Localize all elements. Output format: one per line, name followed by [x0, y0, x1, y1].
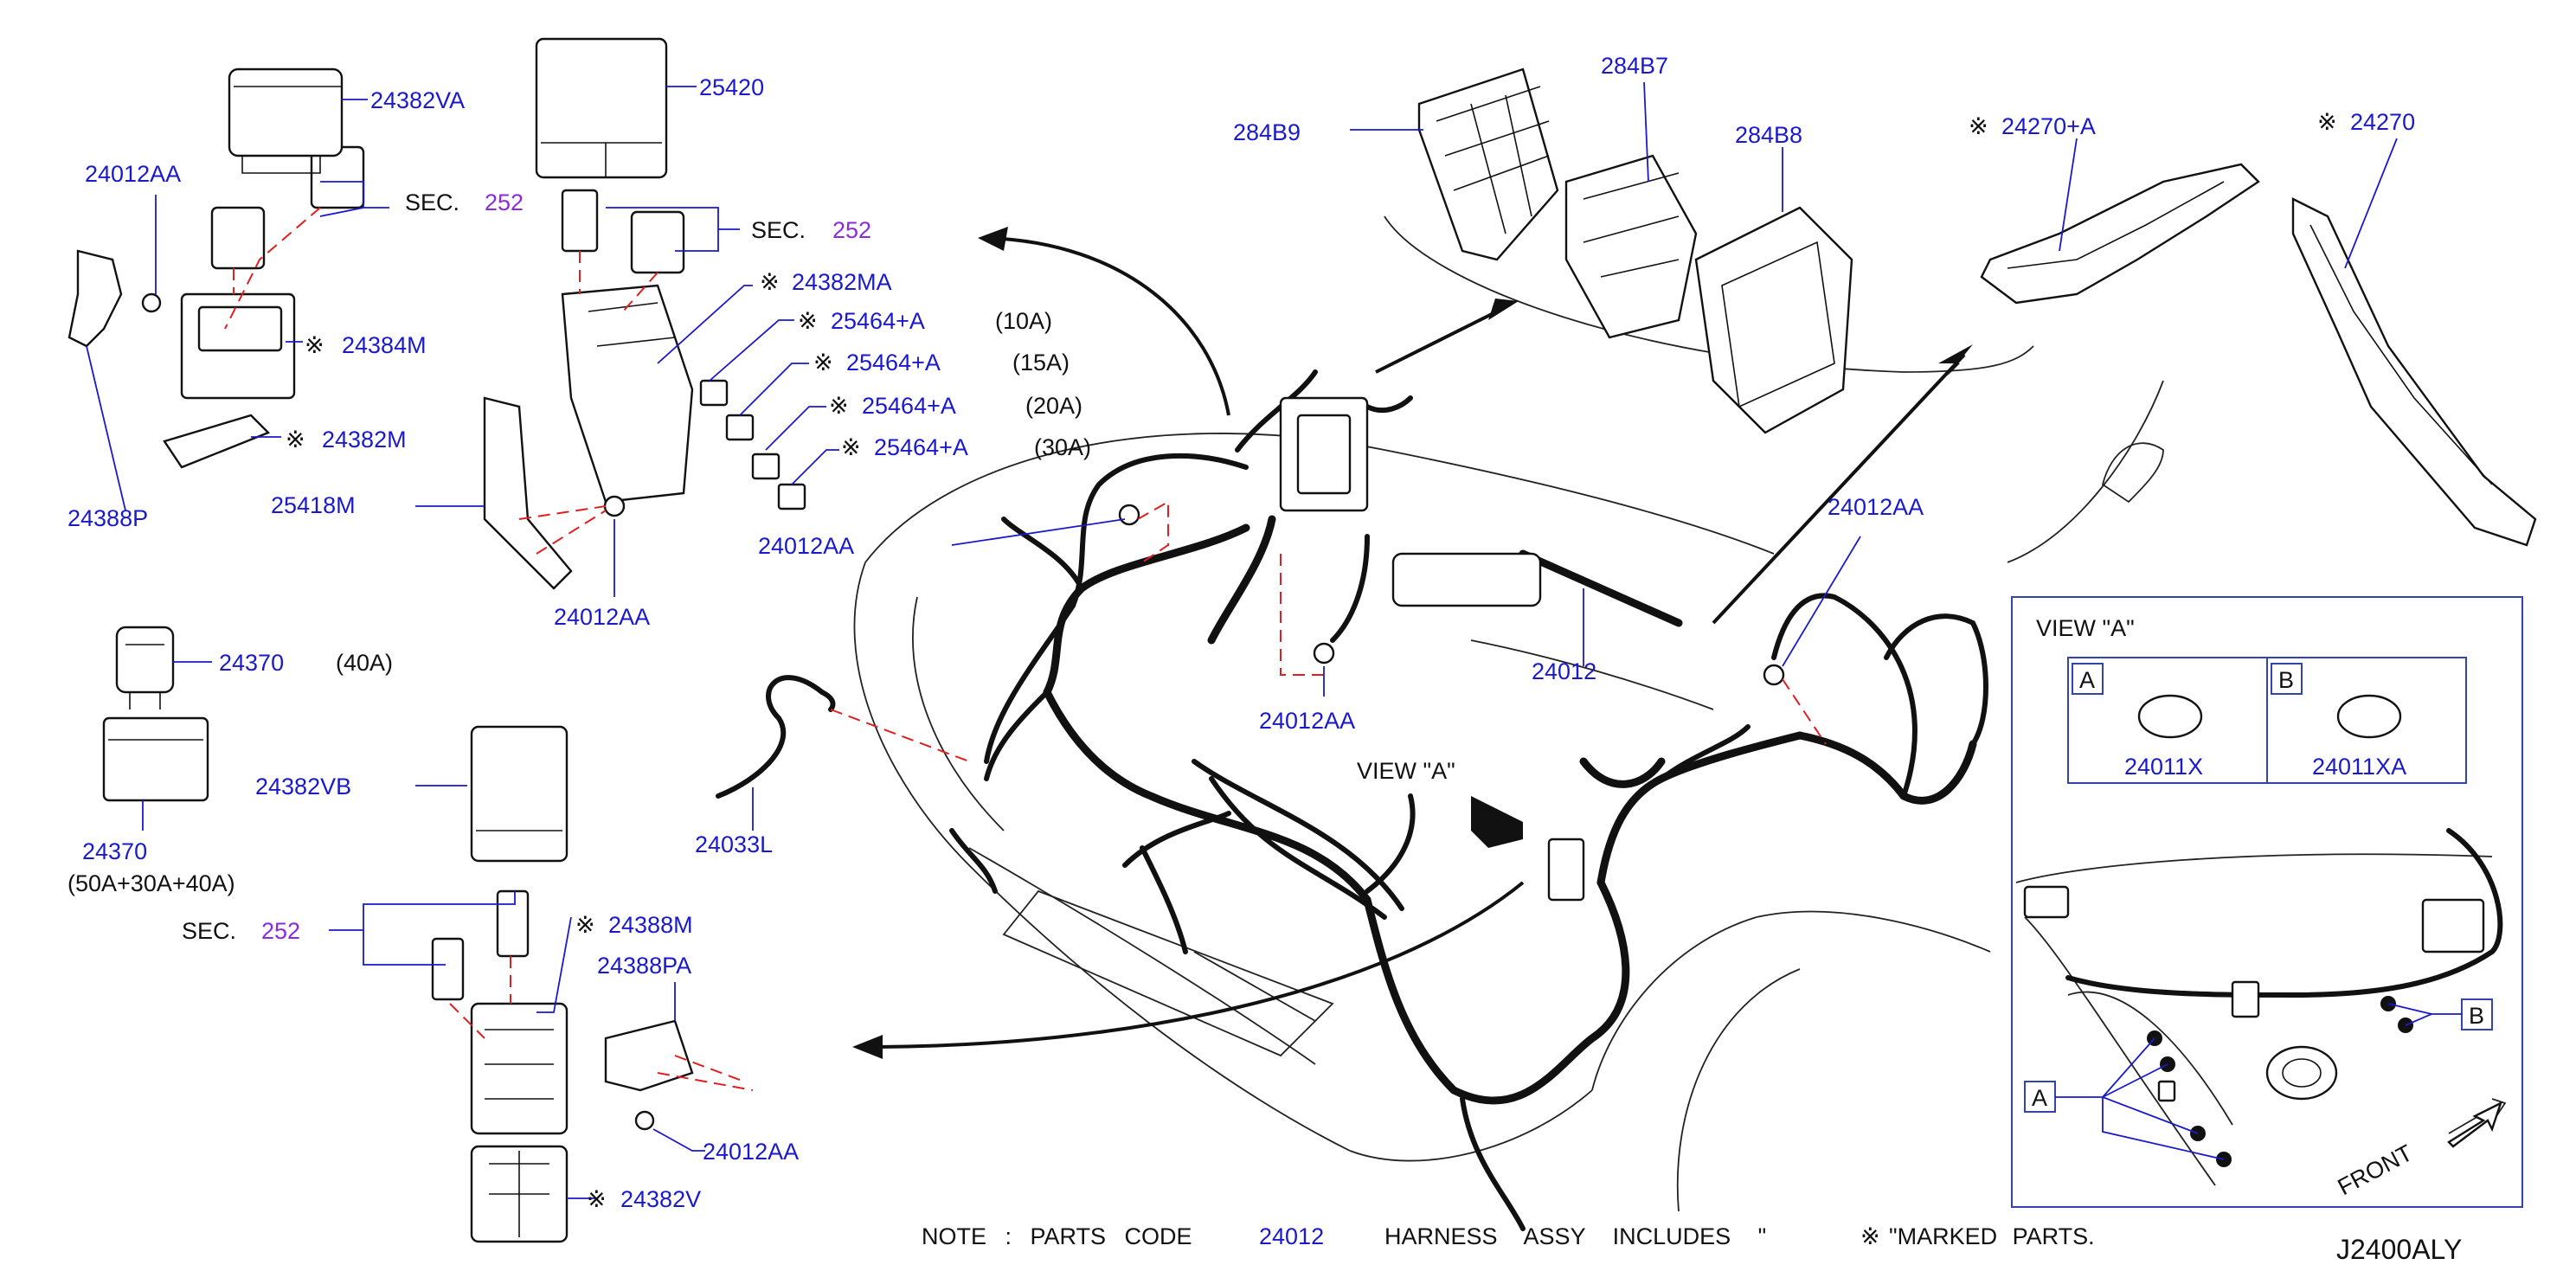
- relay-box-24384m: [67, 67, 365, 469]
- marker-24382v: ※: [587, 1186, 607, 1212]
- label-amp-15: (15A): [1012, 350, 1070, 376]
- fuse-box-25418m: [483, 37, 694, 590]
- label-amp-30: (30A): [1034, 434, 1091, 460]
- inset-key-b: B: [2278, 667, 2294, 693]
- label-amp-combo: (50A+30A+40A): [67, 870, 235, 896]
- label-24388pa: 24388PA: [597, 953, 691, 979]
- marker-24270a: ※: [1969, 113, 1988, 139]
- label-24382ma: 24382MA: [792, 269, 892, 295]
- label-sec-mid-num: 252: [832, 217, 871, 243]
- direction-arrows: [852, 227, 1973, 1059]
- label-sec-left: SEC.: [405, 189, 459, 215]
- label-24270: 24270: [2350, 109, 2415, 135]
- note-code: 24012: [1259, 1223, 1324, 1249]
- label-24011x: 24011X: [2124, 754, 2203, 780]
- label-amp-40: (40A): [336, 650, 393, 676]
- label-24012aa-under-box: 24012AA: [554, 604, 650, 630]
- marker-24382m: ※: [286, 427, 305, 453]
- label-sec-bottom-num: 252: [261, 918, 300, 944]
- label-sec-left-num: 252: [485, 189, 524, 215]
- label-amp-20: (20A): [1025, 393, 1082, 419]
- note-marker: ※: [1860, 1223, 1880, 1249]
- part-labels: 24382VA 24012AA SEC. 252 ※ 24384M ※ 2438…: [67, 53, 2484, 1265]
- label-25464a-15: 25464+A: [846, 350, 941, 376]
- marker-24384m: ※: [305, 332, 324, 358]
- label-view-a: VIEW "A": [1357, 758, 1455, 784]
- inset-callout-a: A: [2032, 1085, 2047, 1111]
- label-24011xa: 24011XA: [2312, 754, 2406, 780]
- label-25464a-10: 25464+A: [831, 308, 925, 334]
- note-prefix: NOTE : PARTS CODE: [922, 1223, 1192, 1249]
- marker-24382ma: ※: [760, 269, 780, 295]
- label-284b8: 284B8: [1735, 122, 1802, 148]
- label-24382va: 24382VA: [370, 87, 465, 113]
- label-25418m: 25418M: [271, 492, 356, 518]
- marker-25464a-10: ※: [798, 308, 818, 334]
- label-24370-b: 24370: [82, 838, 147, 864]
- label-24012aa-right: 24012AA: [1828, 494, 1924, 520]
- label-amp-10: (10A): [995, 308, 1052, 334]
- vehicle-body-outline: [853, 215, 2164, 1212]
- label-25464a-20: 25464+A: [862, 393, 956, 419]
- label-24384m: 24384M: [342, 332, 427, 358]
- label-25420: 25420: [699, 74, 764, 100]
- label-25464a-30: 25464+A: [874, 434, 968, 460]
- label-24012aa-left-mid: 24012AA: [758, 533, 854, 559]
- label-24270a: 24270+A: [2001, 113, 2096, 139]
- label-24382v: 24382V: [620, 1186, 701, 1212]
- marker-24270: ※: [2317, 109, 2337, 135]
- fuse-block-24388m: [431, 725, 754, 1243]
- diagram-id: J2400ALY: [2336, 1234, 2462, 1265]
- label-24388m: 24388M: [608, 912, 693, 938]
- harness-24033L: [716, 675, 970, 799]
- label-24388p: 24388P: [67, 505, 148, 531]
- leader-lines: [86, 81, 2398, 1199]
- label-24012aa-top-left: 24012AA: [85, 161, 181, 187]
- label-24370-a: 24370: [219, 650, 284, 676]
- label-24012aa-center: 24012AA: [1259, 708, 1355, 734]
- label-sec-bottom: SEC.: [182, 918, 236, 944]
- label-24382m: 24382M: [322, 427, 407, 453]
- marker-25464a-20: ※: [829, 393, 849, 419]
- label-24382vb: 24382VB: [255, 774, 351, 799]
- marker-24388m: ※: [575, 912, 595, 938]
- modules-284b: [1417, 67, 1853, 434]
- note-suffix: "MARKED PARTS.: [1889, 1223, 2095, 1249]
- label-24012aa-bottom: 24012AA: [703, 1139, 799, 1165]
- marker-25464a-15: ※: [813, 350, 833, 376]
- main-harness: [949, 369, 1988, 1231]
- fuses-25464a: [699, 379, 806, 510]
- fusible-links-24370: [102, 626, 209, 802]
- label-284b7: 284B7: [1601, 53, 1668, 79]
- inset-view-a: [2011, 596, 2523, 1208]
- brackets-24270: [1980, 163, 2537, 547]
- inset-key-a: A: [2079, 667, 2095, 693]
- label-sec-mid: SEC.: [751, 217, 806, 243]
- inset-callout-b: B: [2469, 1003, 2484, 1029]
- marker-25464a-30: ※: [841, 434, 861, 460]
- label-284b9: 284B9: [1233, 119, 1301, 145]
- note-mid: HARNESS ASSY INCLUDES ": [1384, 1223, 1766, 1249]
- inset-title: VIEW "A": [2036, 615, 2135, 641]
- label-24012: 24012: [1532, 658, 1596, 684]
- label-24033l: 24033L: [695, 831, 773, 857]
- front-indicator: FRONT: [2334, 1140, 2417, 1200]
